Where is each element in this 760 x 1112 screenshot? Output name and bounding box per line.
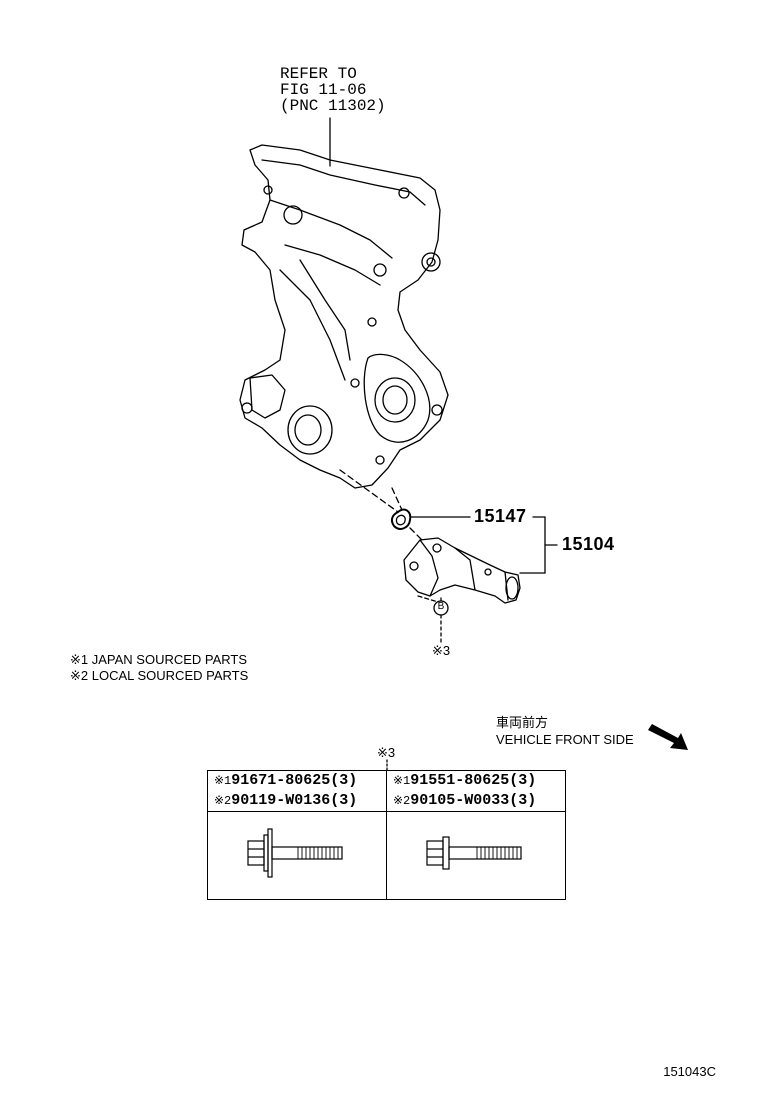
flange-bolt-icon xyxy=(426,836,522,870)
bolt-table: ※191671-80625(3) ※290119-W0136(3) ※19155… xyxy=(207,770,566,900)
bolt-right-part-1: 91551-80625(3) xyxy=(410,772,537,789)
bolt-right-mark-2: ※2 xyxy=(393,794,411,808)
refer-line-3: (PNC 11302) xyxy=(280,97,386,115)
bolt-left-part-1: 91671-80625(3) xyxy=(231,772,358,789)
bolt-left-header: ※191671-80625(3) ※290119-W0136(3) xyxy=(207,770,387,812)
refer-note: REFER TO FIG 11-06 (PNC 11302) xyxy=(280,66,386,114)
bolt-right-header: ※191551-80625(3) ※290105-W0033(3) xyxy=(386,770,566,812)
callout-b-letter: B xyxy=(437,601,445,612)
vehicle-front-japanese: 車両前方 xyxy=(496,715,549,730)
bolt-right-image xyxy=(386,811,566,900)
figure-id: 151043C xyxy=(663,1064,716,1079)
bolt-table-title: ※3 xyxy=(377,745,396,760)
refer-line-1: REFER TO xyxy=(280,65,357,83)
part-number-15147: 15147 xyxy=(474,506,527,526)
vehicle-front-arrow xyxy=(648,724,688,750)
bolt-left-mark-1: ※1 xyxy=(214,774,232,788)
vehicle-front-label: 車両前方 VEHICLE FRONT SIDE xyxy=(496,714,634,748)
legend-local: ※2 LOCAL SOURCED PARTS xyxy=(70,668,249,683)
legend: ※1 JAPAN SOURCED PARTS ※2 LOCAL SOURCED … xyxy=(70,652,248,684)
bolt-left-mark-2: ※2 xyxy=(214,794,232,808)
legend-japan: ※1 JAPAN SOURCED PARTS xyxy=(70,652,248,667)
bolt-right-part-2: 90105-W0033(3) xyxy=(410,792,537,809)
refer-line-2: FIG 11-06 xyxy=(280,81,367,99)
gasket-15147 xyxy=(390,508,412,530)
bolt-left-image xyxy=(207,811,387,900)
bolt-right-mark-1: ※1 xyxy=(393,774,411,788)
flange-bolt-washer-icon xyxy=(247,828,343,878)
outlet-assembly-15104 xyxy=(403,537,521,604)
bolt-left-part-2: 90119-W0136(3) xyxy=(231,792,358,809)
vehicle-front-english: VEHICLE FRONT SIDE xyxy=(496,732,634,747)
note-3-label: ※3 xyxy=(432,643,451,658)
part-number-15104: 15104 xyxy=(562,534,615,554)
timing-chain-cover xyxy=(239,144,449,489)
